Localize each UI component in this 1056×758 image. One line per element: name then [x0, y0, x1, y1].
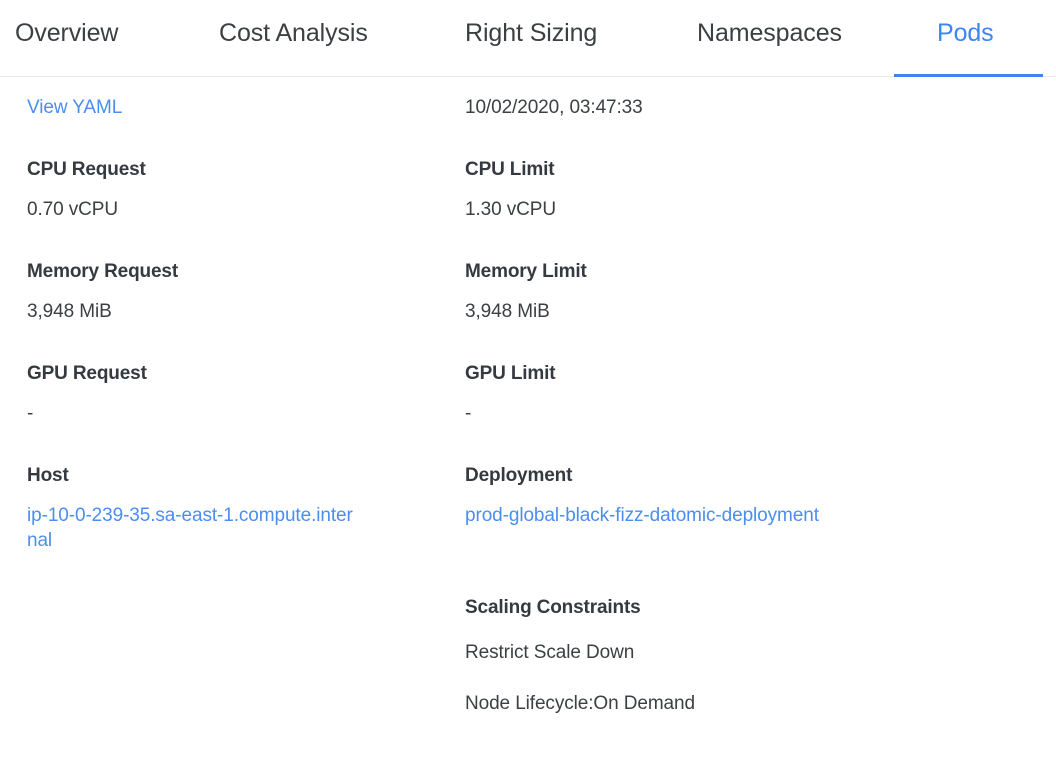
scaling-constraint-node-lifecycle: Node Lifecycle:On Demand	[465, 693, 695, 714]
timestamp-field: 10/02/2020, 03:47:33	[465, 95, 865, 120]
memory-request-value: 3,948 MiB	[27, 301, 112, 322]
cpu-request-value: 0.70 vCPU	[27, 199, 118, 220]
gpu-limit-label: GPU Limit	[465, 363, 556, 384]
view-yaml-field: View YAML	[27, 95, 447, 120]
memory-request-label: Memory Request	[27, 261, 178, 282]
view-yaml-link[interactable]: View YAML	[27, 97, 123, 118]
tab-right-sizing[interactable]: Right Sizing	[465, 19, 598, 47]
tab-namespaces[interactable]: Namespaces	[697, 19, 842, 47]
gpu-request-label: GPU Request	[27, 363, 147, 384]
tab-bar: Overview Cost Analysis Right Sizing Name…	[0, 0, 1056, 77]
scaling-constraint-restrict-scale-down: Restrict Scale Down	[465, 642, 635, 663]
gpu-limit-field: GPU Limit -	[465, 361, 865, 426]
deployment-label: Deployment	[465, 465, 573, 486]
scaling-constraints-label: Scaling Constraints	[465, 597, 641, 618]
scaling-constraints-field: Scaling Constraints Restrict Scale Down …	[465, 595, 865, 716]
deployment-field: Deployment prod-global-black-fizz-datomi…	[465, 463, 865, 528]
host-field: Host ip-10-0-239-35.sa-east-1.compute.in…	[27, 463, 447, 553]
gpu-request-value: -	[27, 403, 34, 424]
tab-pods[interactable]: Pods	[937, 19, 994, 47]
timestamp-value: 10/02/2020, 03:47:33	[465, 97, 643, 118]
cpu-limit-label: CPU Limit	[465, 159, 555, 180]
host-label: Host	[27, 465, 69, 486]
host-link[interactable]: ip-10-0-239-35.sa-east-1.compute.interna…	[27, 505, 353, 551]
memory-limit-field: Memory Limit 3,948 MiB	[465, 259, 865, 324]
deployment-link[interactable]: prod-global-black-fizz-datomic-deploymen…	[465, 505, 819, 526]
memory-limit-value: 3,948 MiB	[465, 301, 550, 322]
pod-details-panel: View YAML CPU Request 0.70 vCPU Memory R…	[0, 77, 1056, 758]
gpu-request-field: GPU Request -	[27, 361, 447, 426]
memory-request-field: Memory Request 3,948 MiB	[27, 259, 447, 324]
cpu-request-label: CPU Request	[27, 159, 146, 180]
tab-overview[interactable]: Overview	[15, 19, 119, 47]
active-tab-indicator	[894, 74, 1043, 77]
cpu-request-field: CPU Request 0.70 vCPU	[27, 157, 447, 222]
memory-limit-label: Memory Limit	[465, 261, 587, 282]
cpu-limit-field: CPU Limit 1.30 vCPU	[465, 157, 865, 222]
gpu-limit-value: -	[465, 403, 472, 424]
tab-cost-analysis[interactable]: Cost Analysis	[219, 19, 368, 47]
cpu-limit-value: 1.30 vCPU	[465, 199, 556, 220]
